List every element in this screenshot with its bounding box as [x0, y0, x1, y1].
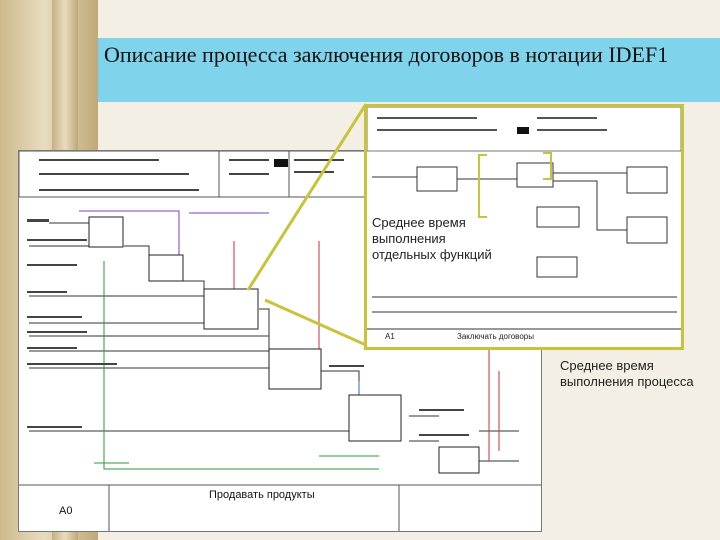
inset-footer-title: Заключать договоры: [457, 332, 534, 341]
inset-drawing: [367, 107, 681, 330]
idef-diagram-inset: Среднее время выполнения отдельных функц…: [364, 104, 684, 350]
title-banner: [98, 38, 720, 102]
callout-process-time: Среднее время выполнения процесса: [560, 358, 694, 389]
diagram-footer-title: Продавать продукты: [209, 489, 315, 501]
slide-title: Описание процесса заключения договоров в…: [104, 42, 669, 67]
inset-node-number: A1: [385, 332, 395, 341]
callout-functions-time: Среднее время выполнения отдельных функц…: [372, 215, 492, 262]
diagram-node-number: A0: [59, 505, 73, 517]
